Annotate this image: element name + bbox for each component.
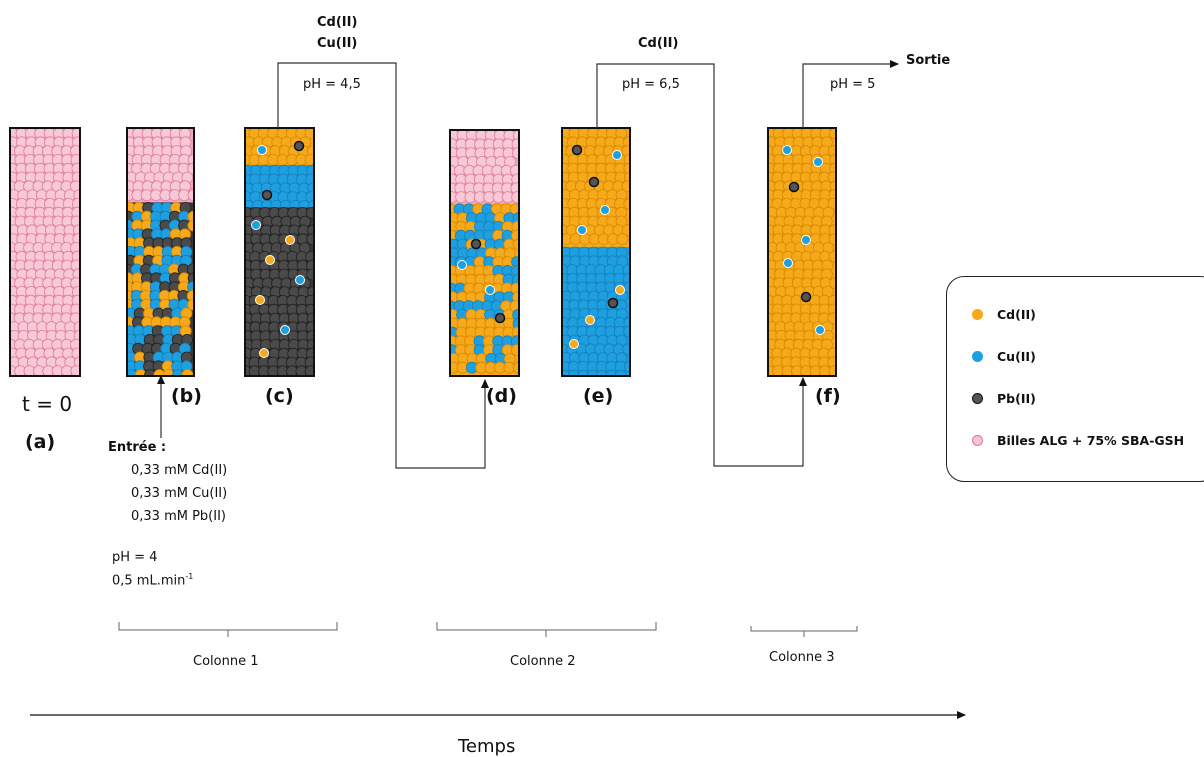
- beads-dot-icon: [972, 435, 983, 446]
- outlet-line: [802, 60, 899, 128]
- cu-marker: [257, 145, 267, 155]
- column-b: [126, 127, 195, 377]
- transfer1-species-cd: Cd(II): [317, 15, 358, 30]
- transfer1-species-cu: Cu(II): [317, 36, 358, 51]
- inlet-flow: 0,5 mL.min-1: [112, 572, 194, 589]
- cu-dot-icon: [972, 351, 983, 362]
- inlet-title: Entrée :: [108, 440, 167, 455]
- pb-marker: [470, 238, 482, 250]
- transfer1-ph: pH = 4,5: [303, 77, 361, 92]
- panel-label-f: (f): [815, 385, 841, 407]
- legend-item-cd: Cd(II): [972, 307, 1036, 322]
- cd-marker: [265, 255, 275, 265]
- cd-marker: [615, 285, 625, 295]
- cu-marker: [783, 258, 793, 268]
- panel-label-d: (d): [486, 385, 517, 407]
- cd-marker: [255, 295, 265, 305]
- cu-marker: [801, 235, 811, 245]
- cu-marker: [782, 145, 792, 155]
- cu-marker: [577, 225, 587, 235]
- pb-marker: [607, 297, 619, 309]
- legend-label-cu: Cu(II): [997, 349, 1036, 364]
- panel-label-c: (c): [265, 385, 294, 407]
- column-f-outline: [767, 127, 837, 377]
- inlet-flow-exp: -1: [185, 572, 194, 581]
- cu-marker: [813, 157, 823, 167]
- brace-colonne-3: [750, 626, 858, 637]
- column-a: [9, 127, 81, 377]
- cu-marker: [295, 275, 305, 285]
- cu-marker: [612, 150, 622, 160]
- cd-dot-icon: [972, 309, 983, 320]
- pb-marker: [261, 189, 273, 201]
- group-label-colonne-1: Colonne 1: [193, 654, 259, 669]
- legend-item-pb: Pb(II): [972, 391, 1036, 406]
- cd-marker: [285, 235, 295, 245]
- pb-marker: [788, 181, 800, 193]
- pb-marker: [293, 140, 305, 152]
- inlet-line-pb: 0,33 mM Pb(II): [131, 509, 226, 524]
- column-c-outline: [244, 127, 315, 377]
- cd-marker: [585, 315, 595, 325]
- legend-item-beads: Billes ALG + 75% SBA-GSH: [972, 433, 1184, 448]
- cd-marker: [259, 348, 269, 358]
- brace-colonne-2: [436, 622, 657, 637]
- panel-label-a: (a): [25, 431, 56, 453]
- column-e: [561, 127, 631, 377]
- column-d: [449, 129, 520, 377]
- panel-label-e: (e): [583, 385, 614, 407]
- transfer3-ph: pH = 5: [830, 77, 876, 92]
- legend-label-cd: Cd(II): [997, 307, 1036, 322]
- legend-item-cu: Cu(II): [972, 349, 1036, 364]
- transfer2-species-cd: Cd(II): [638, 36, 679, 51]
- cu-marker: [251, 220, 261, 230]
- pb-dot-icon: [972, 393, 983, 404]
- cu-marker: [485, 285, 495, 295]
- group-label-colonne-2: Colonne 2: [510, 654, 576, 669]
- pb-marker: [588, 176, 600, 188]
- column-a-outline: [9, 127, 81, 377]
- pb-marker: [571, 144, 583, 156]
- column-e-outline: [561, 127, 631, 377]
- outlet-label: Sortie: [906, 53, 951, 68]
- column-d-outline: [449, 129, 520, 377]
- panel-label-b: (b): [171, 385, 202, 407]
- cu-marker: [280, 325, 290, 335]
- time-axis-label: Temps: [458, 736, 516, 757]
- column-f: [767, 127, 837, 377]
- transfer-line-c-d: [277, 62, 489, 469]
- pb-marker: [800, 291, 812, 303]
- inlet-line-cu: 0,33 mM Cu(II): [131, 486, 228, 501]
- transfer2-ph: pH = 6,5: [622, 77, 680, 92]
- legend-label-pb: Pb(II): [997, 391, 1036, 406]
- t0-label: t = 0: [22, 392, 73, 416]
- legend: Cd(II) Cu(II) Pb(II) Billes ALG + 75% SB…: [946, 276, 1204, 482]
- cu-marker: [457, 260, 467, 270]
- column-c: [244, 127, 315, 377]
- group-label-colonne-3: Colonne 3: [769, 650, 835, 665]
- legend-label-beads: Billes ALG + 75% SBA-GSH: [997, 433, 1185, 448]
- cu-marker: [600, 205, 610, 215]
- inlet-ph: pH = 4: [112, 550, 158, 565]
- cd-marker: [569, 339, 579, 349]
- cu-marker: [815, 325, 825, 335]
- brace-colonne-1: [118, 622, 338, 637]
- transfer-line-e-f: [596, 63, 807, 467]
- inlet-line-cd: 0,33 mM Cd(II): [131, 463, 228, 478]
- pb-marker: [494, 312, 506, 324]
